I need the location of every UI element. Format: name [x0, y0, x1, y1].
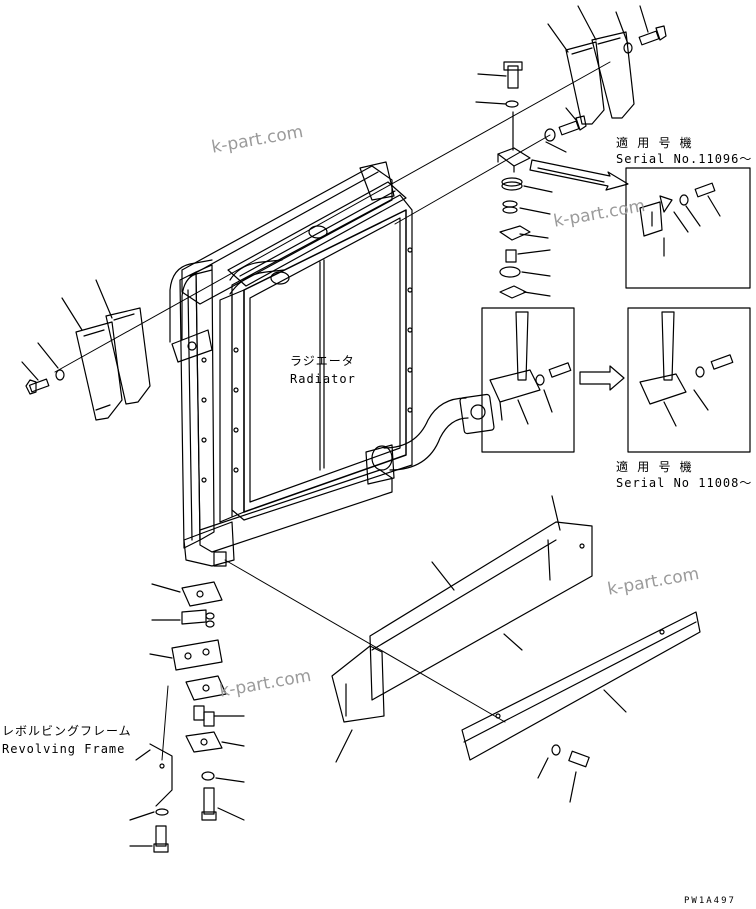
radiator-shroud-frame — [169, 161, 395, 567]
serial-note-b-jp: 適 用 号 機 — [616, 460, 693, 474]
revolving-frame-label-jp: レボルビングフレーム — [2, 724, 132, 738]
lower-side-covers — [331, 495, 701, 803]
radiator-label-jp: ラジエータ — [290, 354, 355, 368]
serial-note-a-en: Serial No.11096〜 — [616, 152, 753, 166]
serial-note-a-jp: 適 用 号 機 — [616, 136, 693, 150]
serial-note-b-en: Serial No 11008〜 — [616, 476, 753, 490]
lower-hose — [371, 393, 495, 471]
lower-bracket-detail — [481, 307, 625, 453]
right-upper-covers — [547, 5, 667, 125]
assembly-guide-lines — [54, 61, 611, 761]
top-mount-stack — [475, 61, 629, 299]
lower-mount-stack — [129, 581, 245, 853]
left-side-covers — [21, 279, 151, 421]
inset-serial-11096 — [625, 167, 751, 289]
radiator-label-en: Radiator — [290, 372, 356, 386]
revolving-frame-label-en: Revolving Frame — [2, 742, 126, 756]
drawing-code: PW1A497 — [684, 896, 736, 906]
radiator-core — [219, 181, 413, 523]
inset-serial-11008 — [627, 307, 751, 453]
